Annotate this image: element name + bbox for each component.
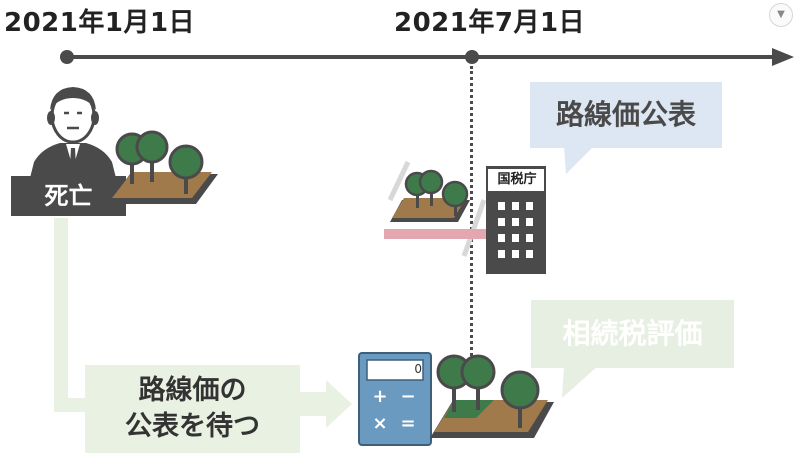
bubble-valuation-tail <box>562 366 598 398</box>
building-icon <box>486 166 546 274</box>
timeline-axis <box>66 55 778 59</box>
land-trees-icon <box>108 130 218 204</box>
death-label: 死亡 <box>11 176 126 216</box>
calculator-equals-key: = <box>400 413 416 434</box>
land-trees-icon <box>384 160 488 257</box>
start-marker <box>60 50 74 64</box>
wait-box-line1: 路線価の <box>138 375 247 406</box>
bubble-publication: 路線価公表 <box>530 82 722 148</box>
bubble-valuation: 相続税評価 <box>531 300 734 368</box>
bubble-publication-tail <box>564 146 594 174</box>
building-label: 国税庁 <box>497 172 537 187</box>
mid-marker <box>465 50 479 64</box>
person-icon <box>30 87 116 178</box>
mid-date-guide <box>470 66 473 356</box>
calculator-icon <box>358 352 432 446</box>
mid-date: 2021年7月1日 <box>394 8 586 38</box>
wait-box-line2: 公表を待つ <box>125 411 260 442</box>
land-trees-icon <box>430 354 554 438</box>
wait-for-publication-box: 路線価の 公表を待つ <box>85 365 300 453</box>
calculator-minus-key: − <box>400 386 416 407</box>
timeline-arrowhead <box>772 48 794 66</box>
calculator-plus-key: + <box>372 386 388 407</box>
calculator-display: 0 <box>414 362 422 376</box>
calculator-multiply-key: × <box>372 413 388 434</box>
chevron-down-icon[interactable]: ▼ <box>769 3 793 27</box>
start-date: 2021年1月1日 <box>4 8 196 38</box>
